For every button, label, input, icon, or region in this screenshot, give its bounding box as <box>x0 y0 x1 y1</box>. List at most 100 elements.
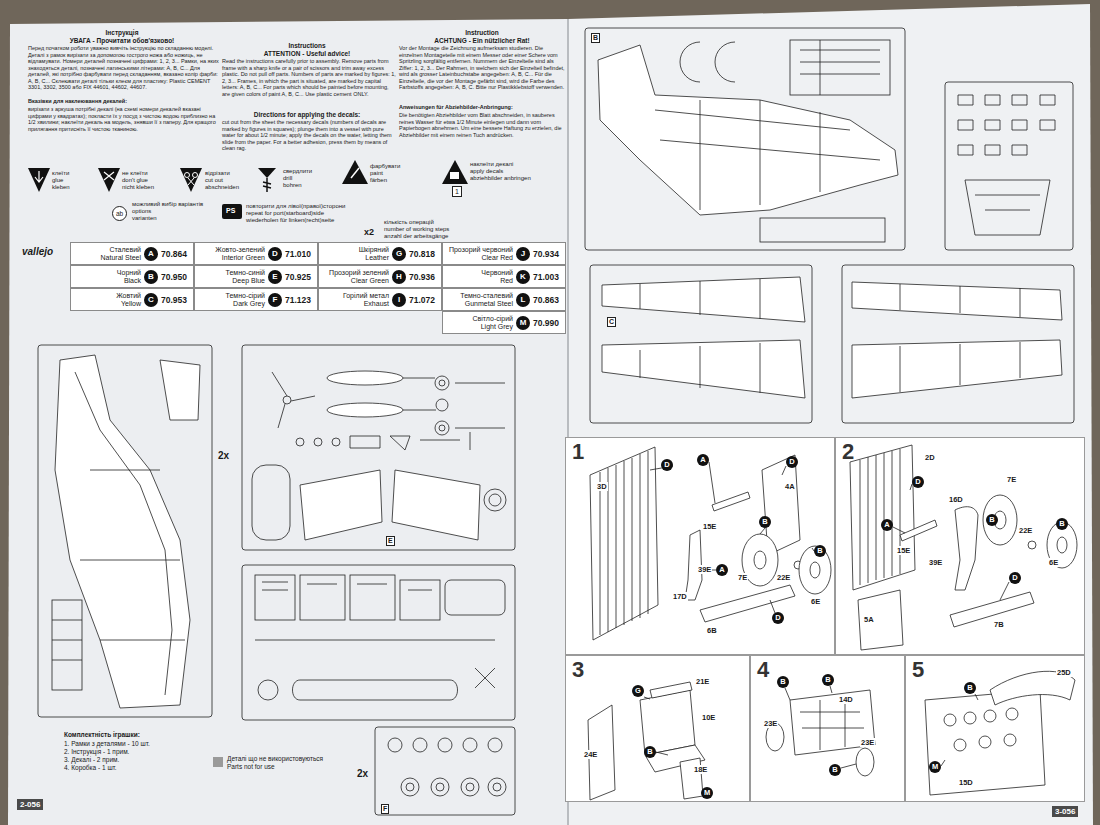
sprue-letter: E <box>386 536 395 546</box>
symbol-caption: відрізати <box>205 170 230 177</box>
paint-letter-text: G <box>392 247 406 261</box>
paint-name-en: Clear Green <box>321 277 389 285</box>
symbol-caption: повторити для лівої(правої)сторони <box>246 203 345 210</box>
paint-code: 70.950 <box>161 272 187 282</box>
page-number: 2-056 <box>17 799 43 810</box>
symbol-caption: drill <box>283 175 292 182</box>
contents-text: 3. Декалі - 2 прим. <box>64 756 119 763</box>
part-number: 15D <box>958 778 974 787</box>
paint-code: 70.863 <box>533 295 559 305</box>
paint-letter-text: D <box>912 476 924 488</box>
instruction-text: Перед початком роботи уважно вивчіть інс… <box>28 45 220 91</box>
symbol-caption: не клеїти <box>122 170 148 177</box>
paint-letter-text: A <box>716 564 728 576</box>
symbol-caption: glue <box>52 177 63 184</box>
symbol-caption: cut out <box>205 177 223 184</box>
paint-letter-text: M <box>701 787 713 799</box>
symbol-caption: свердлити <box>283 168 312 175</box>
part-number: 15E <box>896 546 911 555</box>
paint-callout: M <box>929 761 941 773</box>
paint-name-ua: Горілий метал <box>321 292 389 300</box>
contents-text: Деталі що не використовуються <box>227 755 323 762</box>
paint-letter-text: A <box>881 519 893 531</box>
paint-callout: B <box>829 764 841 776</box>
paint-callout: A <box>716 564 728 576</box>
paint-code: 70.934 <box>533 249 559 259</box>
paint-cell: Світло-сірийLight Grey 70.990M <box>442 311 566 334</box>
side-symbol: PS <box>226 207 235 215</box>
part-number: 6E <box>810 597 821 606</box>
paint-name-en: Yellow <box>73 300 141 308</box>
paint-name-group: Горілий металExhaust <box>321 292 389 308</box>
part-number: 21E <box>695 677 710 686</box>
paint-callout: B <box>822 674 834 686</box>
symbol-caption: number of working steps <box>384 226 449 233</box>
symbol-caption: клеїти <box>52 170 69 177</box>
symbol-caption: wiederholen für linken(recht)seite <box>246 217 334 224</box>
symbol-caption: options <box>132 208 151 215</box>
part-number: 22E <box>776 573 791 582</box>
paint-callout: M <box>701 787 713 799</box>
paint-letter-text: D <box>772 612 784 624</box>
symbol-caption: kleben <box>52 184 70 191</box>
instruction-subheading: Вказівки для наклеювання декалей: <box>28 98 127 104</box>
symbol-caption: färben <box>370 177 387 184</box>
symbol-caption: кількість операцій <box>384 219 434 226</box>
paint-name-group: ШкірянийLeather <box>321 246 389 262</box>
paint-cell: Темно-синійDeep Blue70.925E <box>194 265 318 288</box>
paint-cell: ЧервонийRed71.003K <box>442 265 566 288</box>
paint-cell: Горілий металExhaust71.072I <box>318 288 442 311</box>
quantity-mark: 2x <box>357 768 368 780</box>
symbol-caption: anzahl der arbeitsgänge <box>384 233 448 240</box>
contents-text: Parts not for use <box>227 763 275 770</box>
paint-letter-text: B <box>829 764 841 776</box>
paint-name-en: Gunmetal Steel <box>445 300 513 308</box>
instruction-heading: УВАГА - Прочитати обов'язково! <box>70 37 175 44</box>
paint-callout: G <box>632 685 644 697</box>
paint-name-ua: Світло-сірий <box>445 315 513 323</box>
paint-code: 70.990 <box>533 318 559 328</box>
symbol-caption: abziehbilder anbringen <box>470 175 531 182</box>
part-number: 17D <box>672 592 688 601</box>
paint-name-group: Світло-сірийLight Grey <box>445 315 513 331</box>
quantity-mark: 2x <box>218 450 229 462</box>
paint-letter-text: M <box>516 316 530 330</box>
paint-letter-text: B <box>822 674 834 686</box>
paint-callout: D <box>772 612 784 624</box>
paint-letter: H <box>392 270 406 284</box>
paint-name-group: Жовто-зеленийInterior Green <box>197 246 265 262</box>
paint-letter-text: B <box>986 514 998 526</box>
instruction-heading: Інструкція <box>106 29 139 36</box>
paint-cell: Темно-сталевийGunmetal Steel70.863L <box>442 288 566 311</box>
paint-name-ua: Прозорий червоний <box>445 246 513 254</box>
instruction-text: вирізати з аркуша потрібні декалі (на сх… <box>28 106 220 132</box>
paint-letter-text: B <box>759 516 771 528</box>
paint-code: 71.123 <box>285 295 311 305</box>
step-panel: 1DADBABD <box>565 437 835 655</box>
paint-name-en: Interior Green <box>197 254 265 262</box>
part-number: 15E <box>702 522 717 531</box>
part-number: 7B <box>993 620 1005 629</box>
part-number: 6B <box>706 626 718 635</box>
paint-letter-text: D <box>786 456 798 468</box>
part-number: 24E <box>583 750 598 759</box>
paint-callout: B <box>964 682 976 694</box>
paint-cell: ЧорнийBlack70.950B <box>70 265 194 288</box>
paint-cell: СталевийNatural Steel70.864A <box>70 242 194 265</box>
instruction-heading: Instructions <box>288 42 325 49</box>
paint-letter: D <box>268 247 282 261</box>
paint-name-ua: Шкіряний <box>321 246 389 254</box>
step-panel: 4BBB <box>750 655 905 802</box>
paint-brand: vallejo <box>22 246 53 258</box>
part-number: 5A <box>863 615 875 624</box>
paint-callout: D <box>786 456 798 468</box>
paint-letter-text: J <box>516 247 530 261</box>
paint-name-ua: Чорний <box>73 269 141 277</box>
paint-letter-text: B <box>1056 518 1068 530</box>
part-number: 2D <box>924 453 936 462</box>
instruction-heading: Directions for applying the decals: <box>254 111 361 118</box>
paint-name-en: Dark Grey <box>197 300 265 308</box>
sprue-letter: F <box>381 804 389 814</box>
part-number: 25D <box>1056 668 1072 677</box>
